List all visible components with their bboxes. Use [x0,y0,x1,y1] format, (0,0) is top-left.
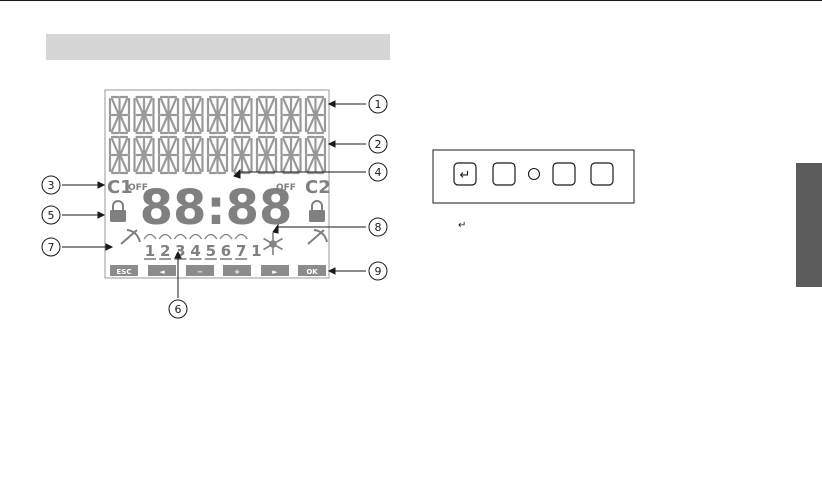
segment-character [135,97,154,133]
day-indicator: 6 [221,242,231,260]
day-indicator: 7 [236,242,246,260]
day-indicator: 1 [145,242,155,260]
day-indicator: 4 [190,242,200,260]
soft-button-row: ESC ◄ − + ► OK [110,265,326,276]
svg-text:4: 4 [375,166,382,179]
callout-7: 7 [42,238,60,256]
callout-6: 6 [169,300,187,318]
callout-4: 4 [369,163,387,181]
text-segment-row-1 [110,97,325,133]
ok-button-label: OK [306,268,318,276]
segment-character [184,97,203,133]
snowflake-icon [264,233,283,255]
left-button[interactable]: ◄ [148,265,176,276]
right-button-label: ► [272,268,278,276]
enter-caption: ↵ [458,220,466,231]
callout-8: 8 [369,218,387,236]
minus-button[interactable]: − [186,265,214,276]
segment-character [159,97,178,133]
segment-character [110,97,129,133]
segment-character [282,137,301,173]
day-indicator: 1 [251,242,261,260]
tool-icon [121,230,140,244]
lock-icon [110,201,126,222]
esc-button-label: ESC [117,268,132,276]
segment-character [306,97,325,133]
minus-button-label: − [197,268,203,276]
callout-5: 5 [42,206,60,224]
svg-text:1: 1 [375,98,382,111]
callout-9: 9 [369,262,387,280]
left-button-label: ◄ [159,268,165,276]
segment-character [159,137,178,173]
segment-character [233,137,252,173]
svg-text:8: 8 [375,221,382,234]
esc-button[interactable]: ESC [110,265,138,276]
text-segment-row-2 [110,137,325,173]
callout-3: 3 [42,176,60,194]
status-led [529,169,540,180]
svg-text:6: 6 [175,303,182,316]
segment-character [208,97,227,133]
segment-character [306,137,325,173]
lock-icon [309,201,325,222]
time-display: 88:88 [140,180,293,236]
enter-button[interactable]: ↵ [454,163,476,185]
plus-button-label: + [234,268,240,276]
segment-character [110,137,129,173]
panel-button-2[interactable] [493,163,515,185]
right-button[interactable]: ► [261,265,289,276]
segment-character [184,137,203,173]
segment-character [233,97,252,133]
panel-button-4[interactable] [591,163,613,185]
callout-2: 2 [369,135,387,153]
day-indicator: 5 [206,242,216,260]
day-indicator: 2 [160,242,170,260]
segment-character [257,97,276,133]
svg-text:3: 3 [48,179,55,192]
channel-2-label: C2 [305,177,331,198]
svg-text:7: 7 [48,241,55,254]
plus-button[interactable]: + [223,265,251,276]
segment-character [135,137,154,173]
panel-button-3[interactable] [553,163,575,185]
ok-button[interactable]: OK [298,265,326,276]
tool-icon [308,230,327,244]
segment-character [208,137,227,173]
svg-text:9: 9 [375,265,382,278]
svg-text:2: 2 [375,138,382,151]
svg-text:5: 5 [48,209,55,222]
callout-1: 1 [369,95,387,113]
enter-icon: ↵ [460,168,471,183]
segment-character [257,137,276,173]
segment-character [282,97,301,133]
